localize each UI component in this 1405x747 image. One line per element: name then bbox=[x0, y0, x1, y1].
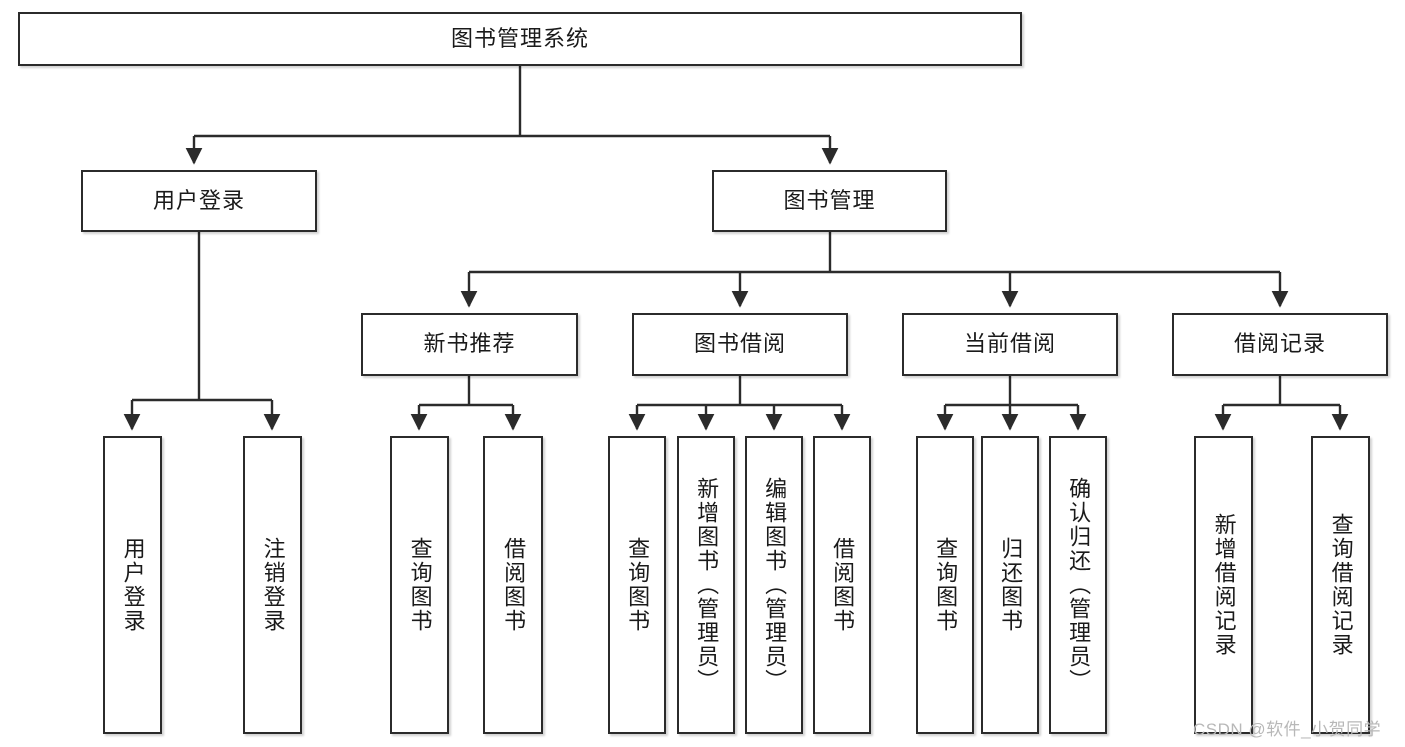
node-leaf-query-book-3-label: 查询图书 bbox=[933, 537, 959, 633]
node-leaf-query-record[interactable]: 查询借阅记录 bbox=[1311, 436, 1370, 734]
node-leaf-add-book[interactable]: 新增图书（管理员） bbox=[677, 436, 735, 734]
node-user-login-label: 用户登录 bbox=[152, 187, 245, 213]
node-current-borrow[interactable]: 当前借阅 bbox=[902, 313, 1118, 376]
node-leaf-query-book-2-label: 查询图书 bbox=[625, 537, 651, 633]
node-leaf-query-book-2[interactable]: 查询图书 bbox=[608, 436, 666, 734]
node-root[interactable]: 图书管理系统 bbox=[18, 12, 1022, 66]
node-book-management[interactable]: 图书管理 bbox=[712, 170, 947, 232]
node-leaf-confirm-return[interactable]: 确认归还（管理员） bbox=[1049, 436, 1107, 734]
node-leaf-logout-login-label: 注销登录 bbox=[260, 537, 286, 633]
node-current-borrow-label: 当前借阅 bbox=[963, 331, 1056, 357]
node-leaf-return-book-label: 归还图书 bbox=[998, 537, 1024, 633]
node-book-borrow-label: 图书借阅 bbox=[693, 331, 786, 357]
node-leaf-query-book-1[interactable]: 查询图书 bbox=[390, 436, 449, 734]
node-leaf-add-record-label: 新增借阅记录 bbox=[1211, 513, 1237, 657]
node-user-login[interactable]: 用户登录 bbox=[81, 170, 317, 232]
node-leaf-query-book-1-label: 查询图书 bbox=[407, 537, 433, 633]
node-leaf-add-book-label: 新增图书（管理员） bbox=[694, 477, 720, 693]
node-leaf-user-login-label: 用户登录 bbox=[120, 537, 146, 633]
node-leaf-query-record-label: 查询借阅记录 bbox=[1328, 513, 1354, 657]
node-leaf-user-login[interactable]: 用户登录 bbox=[103, 436, 162, 734]
node-leaf-borrow-book-1-label: 借阅图书 bbox=[501, 537, 527, 633]
node-new-book-recommend[interactable]: 新书推荐 bbox=[361, 313, 578, 376]
node-leaf-borrow-book-1[interactable]: 借阅图书 bbox=[483, 436, 543, 734]
csdn-watermark: CSDN @软件_小贺同学 bbox=[1193, 720, 1382, 739]
node-leaf-borrow-book-2[interactable]: 借阅图书 bbox=[813, 436, 871, 734]
node-leaf-return-book[interactable]: 归还图书 bbox=[981, 436, 1039, 734]
node-leaf-edit-book[interactable]: 编辑图书（管理员） bbox=[745, 436, 803, 734]
node-leaf-edit-book-label: 编辑图书（管理员） bbox=[762, 477, 788, 693]
node-leaf-confirm-return-label: 确认归还（管理员） bbox=[1066, 477, 1092, 693]
node-borrow-record[interactable]: 借阅记录 bbox=[1172, 313, 1388, 376]
node-new-book-recommend-label: 新书推荐 bbox=[423, 331, 516, 357]
node-leaf-add-record[interactable]: 新增借阅记录 bbox=[1194, 436, 1253, 734]
node-leaf-query-book-3[interactable]: 查询图书 bbox=[916, 436, 974, 734]
node-root-label: 图书管理系统 bbox=[450, 25, 589, 51]
node-book-management-label: 图书管理 bbox=[783, 187, 876, 213]
node-borrow-record-label: 借阅记录 bbox=[1233, 331, 1326, 357]
node-leaf-logout-login[interactable]: 注销登录 bbox=[243, 436, 302, 734]
node-leaf-borrow-book-2-label: 借阅图书 bbox=[830, 537, 856, 633]
node-book-borrow[interactable]: 图书借阅 bbox=[632, 313, 848, 376]
